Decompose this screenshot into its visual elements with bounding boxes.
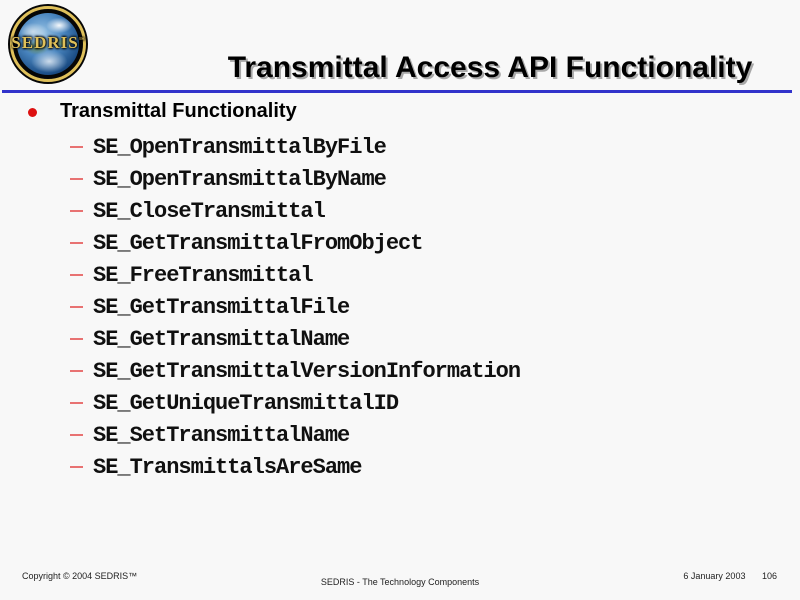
api-function-name: SE_GetTransmittalVersionInformation bbox=[93, 358, 521, 384]
dash-bullet-icon bbox=[70, 306, 83, 308]
api-function-name: SE_SetTransmittalName bbox=[93, 422, 350, 448]
api-list-item: SE_GetTransmittalVersionInformation bbox=[70, 355, 521, 387]
logo-ring-icon bbox=[10, 6, 86, 82]
api-list-item: SE_TransmittalsAreSame bbox=[70, 451, 520, 483]
api-list-item: SE_FreeTransmittal bbox=[70, 259, 520, 291]
footer-right: 6 January 2003 106 bbox=[683, 571, 777, 581]
dash-bullet-icon bbox=[70, 466, 83, 468]
api-list-item: SE_CloseTransmittal bbox=[70, 195, 520, 227]
footer-page-number: 106 bbox=[761, 571, 777, 581]
bullet-heading-label: Transmittal Functionality bbox=[60, 100, 297, 122]
dash-bullet-icon bbox=[70, 178, 83, 180]
logo-wordmark: SEDRIS bbox=[11, 33, 79, 52]
api-list-item: SE_OpenTransmittalByName bbox=[70, 163, 520, 195]
api-list-item: SE_OpenTransmittalByFile bbox=[70, 131, 520, 163]
api-list-item: SE_GetTransmittalName bbox=[70, 323, 520, 355]
footer-copyright: Copyright © 2004 SEDRIS™ bbox=[22, 571, 138, 581]
dash-bullet-icon bbox=[70, 434, 83, 436]
dash-bullet-icon bbox=[70, 274, 83, 276]
api-list-item: SE_GetTransmittalFile bbox=[70, 291, 520, 323]
api-function-name: SE_CloseTransmittal bbox=[93, 198, 326, 224]
api-function-name: SE_FreeTransmittal bbox=[93, 262, 314, 288]
footer-center-text: SEDRIS - The Technology Components bbox=[320, 577, 480, 587]
dash-bullet-icon bbox=[70, 210, 83, 212]
title-divider-line bbox=[2, 90, 792, 93]
dash-bullet-icon bbox=[70, 402, 83, 404]
bullet-dot-icon bbox=[28, 108, 37, 117]
api-function-name: SE_GetTransmittalFromObject bbox=[93, 230, 423, 256]
dash-bullet-icon bbox=[70, 146, 83, 148]
trademark-symbol: ™ bbox=[78, 37, 85, 44]
api-list-item: SE_GetUniqueTransmittalID bbox=[70, 387, 520, 419]
dash-bullet-icon bbox=[70, 338, 83, 340]
dash-bullet-icon bbox=[70, 370, 83, 372]
slide-title: Transmittal Access API Functionality bbox=[227, 51, 753, 84]
dash-bullet-icon bbox=[70, 242, 83, 244]
logo-text: SEDRIS™ bbox=[8, 33, 88, 53]
footer-date: 6 January 2003 bbox=[683, 571, 746, 581]
api-function-name: SE_GetUniqueTransmittalID bbox=[93, 390, 399, 416]
sedris-logo: SEDRIS™ bbox=[8, 4, 88, 84]
api-function-name: SE_OpenTransmittalByFile bbox=[93, 134, 387, 160]
api-function-name: SE_OpenTransmittalByName bbox=[93, 166, 387, 192]
api-function-name: SE_GetTransmittalName bbox=[93, 326, 350, 352]
api-function-name: SE_GetTransmittalFile bbox=[93, 294, 350, 320]
api-list-item: SE_SetTransmittalName bbox=[70, 419, 520, 451]
api-function-name: SE_TransmittalsAreSame bbox=[93, 454, 362, 480]
api-list-item: SE_GetTransmittalFromObject bbox=[70, 227, 520, 259]
